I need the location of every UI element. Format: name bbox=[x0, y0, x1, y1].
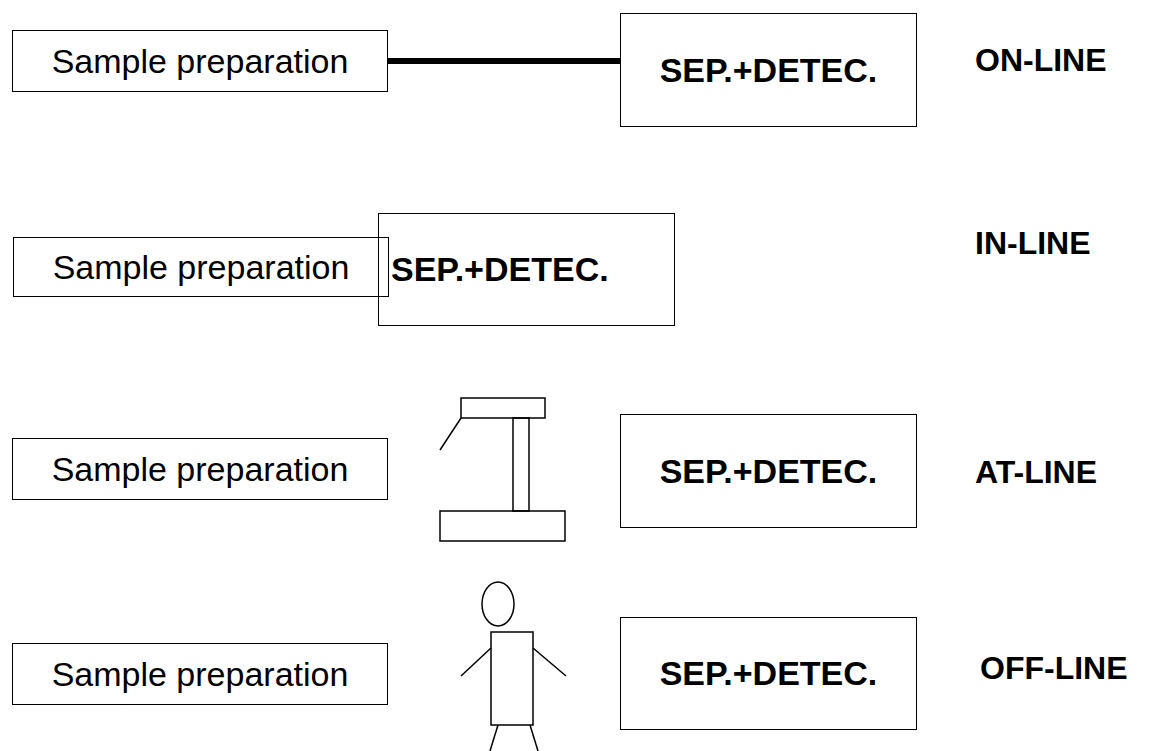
preparation-box: Sample preparation bbox=[12, 643, 388, 705]
robot-arm bbox=[440, 398, 565, 541]
mode-label: AT-LINE bbox=[975, 454, 1097, 491]
box-text: Sample preparation bbox=[52, 655, 349, 694]
box-text: Sample preparation bbox=[52, 450, 349, 489]
separation-box: SEP.+DETEC. bbox=[620, 414, 917, 528]
box-text: Sample preparation bbox=[53, 248, 350, 287]
mode-label: OFF-LINE bbox=[980, 650, 1128, 687]
connector-line bbox=[388, 58, 620, 64]
box-text: SEP.+DETEC. bbox=[660, 452, 878, 491]
separation-box: SEP.+DETEC. bbox=[620, 13, 917, 127]
preparation-box: Sample preparation bbox=[13, 237, 389, 297]
separation-box: SEP.+DETEC. bbox=[378, 213, 675, 326]
person-figure bbox=[461, 582, 566, 751]
separation-box: SEP.+DETEC. bbox=[620, 617, 917, 730]
preparation-box: Sample preparation bbox=[12, 438, 388, 500]
box-text: SEP.+DETEC. bbox=[391, 250, 609, 289]
preparation-box: Sample preparation bbox=[12, 30, 388, 92]
box-text: SEP.+DETEC. bbox=[660, 654, 878, 693]
box-text: SEP.+DETEC. bbox=[660, 51, 878, 90]
mode-label: ON-LINE bbox=[975, 42, 1107, 79]
box-text: Sample preparation bbox=[52, 42, 349, 81]
mode-label: IN-LINE bbox=[975, 225, 1091, 262]
